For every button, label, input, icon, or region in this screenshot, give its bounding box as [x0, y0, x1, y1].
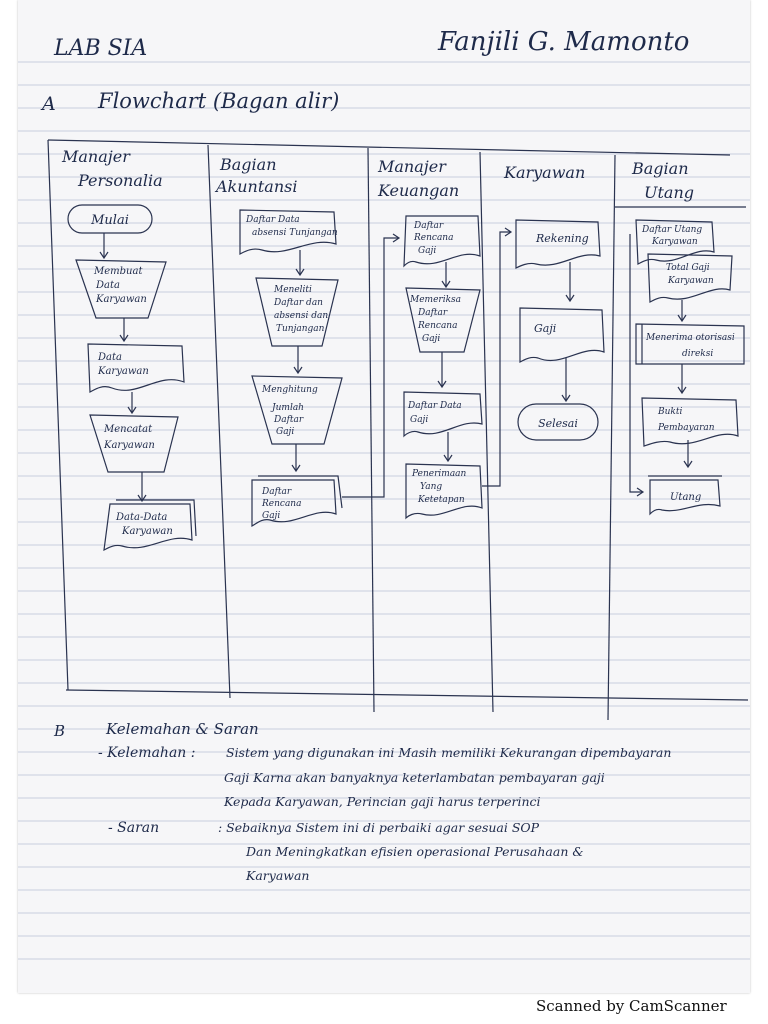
- swimlane-frame: [47, 139, 749, 721]
- node-memeriksa: Memeriksa Daftar Rencana Gaji: [405, 287, 481, 353]
- node-daftar-rencana-akuntansi: Daftar Rencana Gaji: [251, 475, 343, 527]
- node-menerima-l2: direksi: [682, 349, 713, 359]
- node-menerima: Menerima otorisasi direksi: [635, 323, 745, 365]
- node-daftar-rencana-ak-l2: Rencana: [261, 499, 301, 509]
- node-daftar-absensi-l1: Daftar Data: [245, 215, 300, 225]
- node-meneliti-l2: Daftar dan: [273, 298, 323, 308]
- node-daftar-data-gaji-l1: Daftar Data: [407, 401, 462, 411]
- node-gaji-label: Gaji: [534, 322, 556, 335]
- lane-header-manajer-keuangan: Manajer: [377, 157, 447, 176]
- node-data-karyawan-l1: Data: [97, 352, 122, 363]
- node-meneliti-l1: Meneliti: [273, 285, 312, 295]
- node-meneliti-l3: absensi dan: [274, 311, 328, 321]
- node-memeriksa-l4: Gaji: [422, 334, 440, 344]
- node-utang-label: Utang: [670, 492, 701, 503]
- kelemahan-line-2: Gaji Karna akan banyaknya keterlambatan …: [224, 770, 605, 785]
- node-memeriksa-l2: Daftar: [417, 308, 448, 318]
- node-data-data-karyawan-l1: Data-Data: [115, 512, 167, 523]
- node-daftar-rencana-ak-l1: Daftar: [261, 487, 292, 497]
- node-daftar-rencana-mk-l3: Gaji: [418, 246, 436, 256]
- node-daftar-utang-l1: Daftar Utang: [641, 225, 702, 235]
- node-daftar-utang: Daftar Utang Karyawan: [635, 219, 715, 265]
- kelemahan-label: - Kelemahan :: [98, 745, 195, 761]
- node-membuat-data-l3: Karyawan: [95, 294, 147, 305]
- kelemahan-line-1: Sistem yang digunakan ini Masih memiliki…: [226, 745, 671, 760]
- saran-line-3: Karyawan: [245, 868, 309, 883]
- node-menghitung-l3: Daftar: [273, 415, 304, 425]
- node-bukti-l2: Pembayaran: [657, 423, 715, 433]
- node-utang: Utang: [648, 475, 722, 516]
- node-bukti: Bukti Pembayaran: [641, 397, 739, 447]
- node-penerimaan-l1: Penerimaan: [411, 469, 467, 479]
- node-menghitung-l4: Gaji: [276, 427, 294, 437]
- section-b-label: B: [53, 722, 65, 740]
- node-daftar-rencana-mk-l1: Daftar: [413, 221, 444, 231]
- camscanner-watermark: Scanned by CamScanner: [536, 997, 727, 1015]
- node-selesai: Selesai: [517, 403, 599, 441]
- node-menghitung-l2: Jumlah: [270, 403, 304, 413]
- lane-header-bagian-akuntansi: Bagian: [219, 155, 277, 174]
- node-memeriksa-l3: Rencana: [417, 321, 457, 331]
- section-a-title: Flowchart (Bagan alir): [97, 89, 339, 113]
- node-data-data-karyawan: Data-Data Karyawan: [103, 499, 197, 552]
- node-mencatat-l1: Mencatat: [103, 424, 153, 435]
- node-penerimaan-l2: Yang: [420, 482, 442, 492]
- node-data-data-karyawan-l2: Karyawan: [121, 526, 173, 537]
- node-bukti-l1: Bukti: [657, 407, 682, 417]
- lane-header-bagian-akuntansi-2: Akuntansi: [214, 177, 297, 196]
- node-penerimaan: Penerimaan Yang Ketetapan: [405, 463, 483, 520]
- author-name: Fanjili G. Mamonto: [437, 27, 689, 57]
- node-daftar-absensi: Daftar Data absensi Tunjangan: [239, 209, 338, 255]
- node-membuat-data-l2: Data: [95, 280, 120, 291]
- saran-line-2: Dan Meningkatkan efisien operasional Per…: [245, 844, 583, 859]
- lab-title: LAB SIA: [53, 36, 147, 61]
- node-meneliti-l4: Tunjangan: [276, 324, 325, 334]
- node-selesai-label: Selesai: [538, 417, 578, 430]
- node-membuat-data-l1: Membuat: [93, 266, 143, 277]
- node-data-karyawan: Data Karyawan: [87, 343, 185, 393]
- node-data-karyawan-l2: Karyawan: [97, 366, 149, 377]
- kelemahan-line-3: Kepada Karyawan, Perincian gaji harus te…: [223, 794, 541, 809]
- node-mulai-label: Mulai: [90, 213, 129, 228]
- lane-header-manajer-personalia-2: Personalia: [77, 171, 163, 190]
- node-daftar-absensi-l2: absensi Tunjangan: [252, 228, 338, 238]
- node-daftar-data-gaji: Daftar Data Gaji: [403, 391, 483, 438]
- node-menerima-l1: Menerima otorisasi: [645, 333, 735, 343]
- saran-label: - Saran: [108, 820, 159, 836]
- saran-line-1: : Sebaiknya Sistem ini di perbaiki agar …: [218, 820, 540, 835]
- node-total-gaji-l1: Total Gaji: [666, 263, 710, 273]
- lane-header-manajer-keuangan-2: Keuangan: [377, 181, 459, 200]
- section-a-label: A: [40, 93, 56, 115]
- node-rekening: Rekening: [515, 219, 601, 269]
- node-daftar-rencana-keuangan: Daftar Rencana Gaji: [403, 215, 481, 268]
- node-meneliti: Meneliti Daftar dan absensi dan Tunjanga…: [255, 277, 339, 347]
- node-daftar-rencana-mk-l2: Rencana: [413, 233, 453, 243]
- lane-header-manajer-personalia: Manajer: [61, 147, 131, 166]
- node-menghitung: Menghitung Jumlah Daftar Gaji: [251, 375, 343, 445]
- node-rekening-label: Rekening: [535, 232, 589, 245]
- node-memeriksa-l1: Memeriksa: [409, 295, 461, 305]
- notebook-page: LAB SIA Fanjili G. Mamonto A Flowchart (…: [18, 0, 750, 993]
- node-gaji: Gaji: [519, 307, 605, 363]
- node-penerimaan-l3: Ketetapan: [417, 495, 465, 505]
- lane-header-karyawan: Karyawan: [503, 163, 585, 182]
- node-daftar-data-gaji-l2: Gaji: [410, 415, 428, 425]
- page-canvas: LAB SIA Fanjili G. Mamonto A Flowchart (…: [18, 27, 750, 960]
- node-daftar-rencana-ak-l3: Gaji: [262, 511, 280, 521]
- node-menghitung-l1: Menghitung: [261, 385, 318, 395]
- node-mulai: Mulai: [67, 204, 153, 234]
- node-mencatat-l2: Karyawan: [103, 440, 155, 451]
- section-b-title: Kelemahan & Saran: [105, 720, 259, 738]
- lane-header-bagian-utang-2: Utang: [644, 183, 694, 202]
- node-daftar-utang-l2: Karyawan: [651, 237, 698, 247]
- lane-header-bagian-utang: Bagian: [631, 159, 689, 178]
- node-total-gaji-l2: Karyawan: [667, 276, 714, 286]
- node-membuat-data: Membuat Data Karyawan: [75, 259, 167, 319]
- node-total-gaji: Total Gaji Karyawan: [647, 253, 733, 303]
- node-mencatat: Mencatat Karyawan: [89, 414, 179, 473]
